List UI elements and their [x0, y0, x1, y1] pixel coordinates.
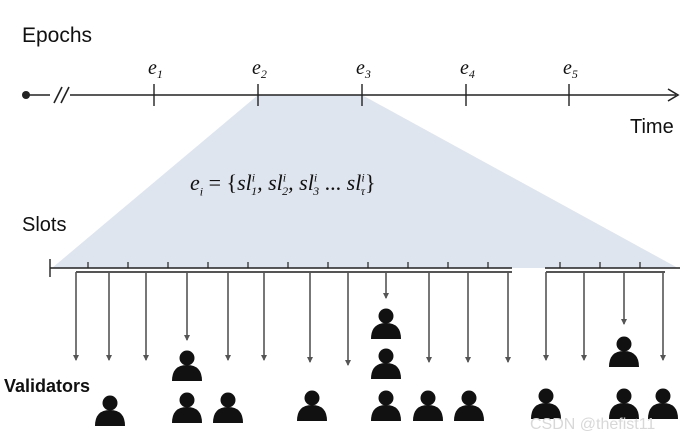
formula-close: } [365, 170, 376, 195]
validator-icon-8 [371, 390, 401, 421]
slot-arrowhead-10 [426, 357, 432, 363]
validator-icon-2 [172, 350, 202, 381]
axis-break-mark-2 [60, 86, 70, 104]
formula-lhs-sub: i [199, 184, 204, 199]
epoch-projection [52, 95, 678, 268]
formula-dots: ... [319, 170, 347, 195]
slot-arrowhead-3 [143, 355, 149, 361]
formula-term-2: sli2 [268, 170, 289, 199]
slot-arrowhead-16 [660, 355, 666, 361]
validator-icon-9 [413, 390, 443, 421]
slot-arrowhead-6 [261, 355, 267, 361]
formula-eq: = { [203, 170, 238, 195]
time-axis-arrowhead [667, 88, 680, 102]
slot-arrowhead-5 [225, 355, 231, 361]
slot-arrowhead-1 [73, 355, 79, 361]
epoch-label-4: e4 [460, 57, 475, 81]
formula-term-1: sli1 [237, 170, 258, 199]
slot-arrowhead-13 [543, 355, 549, 361]
slot-arrowhead-7 [307, 357, 313, 363]
formula-lhs: e [190, 170, 200, 195]
validator-icon-10 [454, 390, 484, 421]
epochs-label: Epochs [22, 24, 93, 47]
validator-icon-4 [213, 392, 243, 423]
time-label: Time [630, 116, 674, 138]
epoch-slot-formula: ei = {sli1, sli2, sli3 ... sliτ} [190, 170, 376, 199]
validator-icon-7 [371, 348, 401, 379]
slot-arrowhead-12 [505, 357, 511, 363]
formula-term-last: sliτ [346, 170, 365, 199]
slot-arrowhead-2 [106, 355, 112, 361]
validators-label: Validators [4, 376, 91, 396]
validator-icon-3 [172, 392, 202, 423]
validator-icon-13 [609, 388, 639, 419]
slot-arrowhead-15 [621, 319, 627, 325]
epoch-label-2: e2 [252, 57, 267, 81]
slot-arrowhead-14 [581, 355, 587, 361]
slot-arrowhead-4 [184, 335, 190, 341]
formula-term-3: sli3 [299, 170, 320, 199]
slots-label: Slots [22, 214, 67, 236]
epoch-label-3: e3 [356, 57, 371, 81]
slot-arrowhead-9 [383, 293, 389, 299]
validator-icon-11 [531, 388, 561, 419]
validator-icon-14 [648, 388, 678, 419]
validator-icon-5 [297, 390, 327, 421]
validator-icon-1 [95, 395, 125, 426]
slot-arrowhead-8 [345, 360, 351, 366]
axis-break-mark-1 [53, 86, 63, 104]
validator-icon-6 [371, 308, 401, 339]
validator-icon-12 [609, 336, 639, 367]
epoch-label-1: e1 [148, 57, 163, 81]
slot-arrowhead-11 [465, 357, 471, 363]
epoch-label-5: e5 [563, 57, 578, 81]
watermark: CSDN @thefist11 [530, 416, 656, 433]
